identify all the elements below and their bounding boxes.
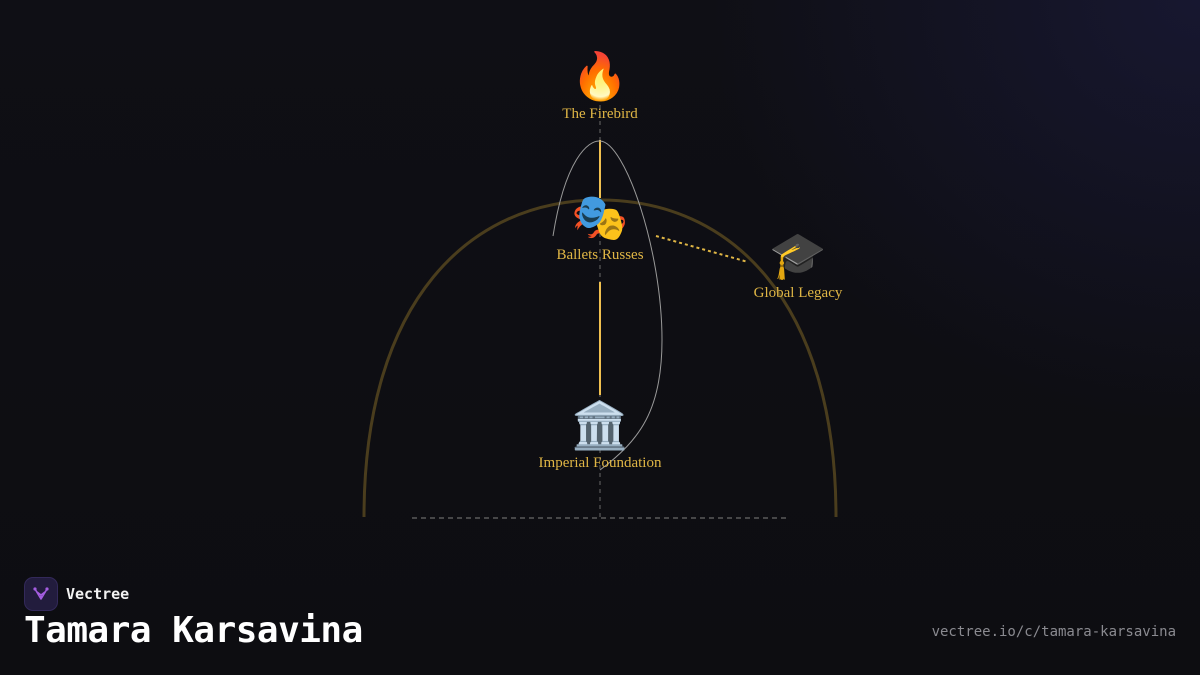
node-label: Ballets Russes: [556, 247, 644, 263]
node-the-firebird[interactable]: 🔥 The Firebird: [500, 48, 700, 123]
page-url[interactable]: vectree.io/c/tamara-karsavina: [931, 624, 1176, 640]
classical-building-icon: 🏛️: [571, 398, 629, 452]
node-imperial-foundation[interactable]: 🏛️ Imperial Foundation: [500, 397, 700, 472]
node-ballets-russes[interactable]: 🎭 Ballets Russes: [500, 189, 700, 264]
brand[interactable]: Vectree: [24, 577, 129, 611]
page-title: Tamara Karsavina: [24, 610, 363, 651]
fire-icon: 🔥: [571, 49, 629, 103]
performing-arts-masks-icon: 🎭: [571, 190, 629, 244]
arch-outline: [362, 198, 838, 518]
vectree-tree-logo-icon: [24, 577, 58, 611]
node-label: The Firebird: [562, 106, 638, 122]
branch-to-global-legacy: [655, 235, 749, 263]
node-global-legacy[interactable]: 🎓 Global Legacy: [698, 227, 898, 302]
brand-name: Vectree: [66, 585, 130, 603]
node-label: Imperial Foundation: [538, 455, 662, 471]
connection-curve: [552, 140, 663, 471]
graduation-cap-icon: 🎓: [769, 228, 827, 282]
node-label: Global Legacy: [753, 285, 843, 301]
